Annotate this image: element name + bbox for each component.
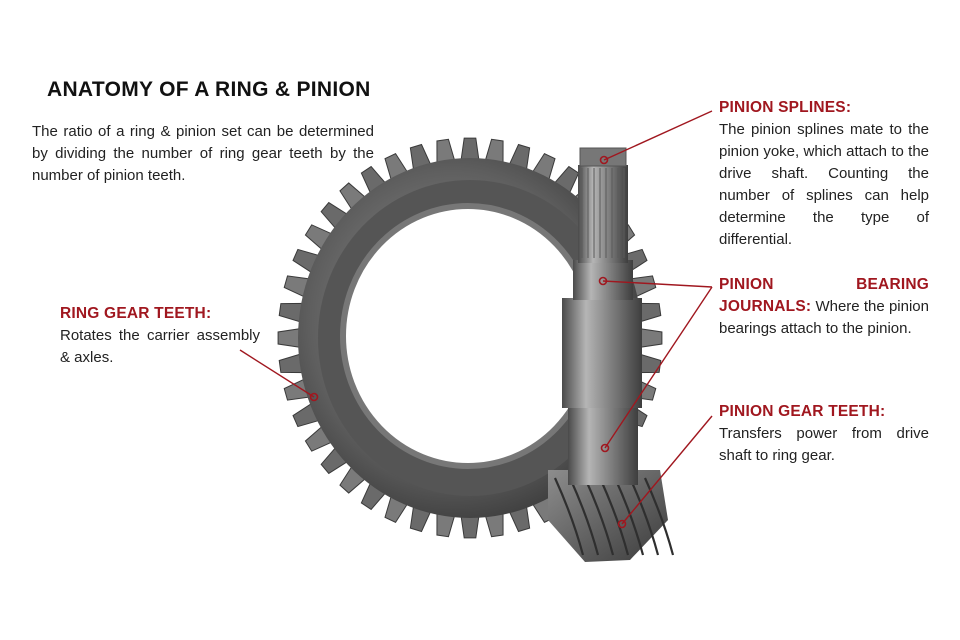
callout-heading: PINION GEAR TEETH: <box>719 403 886 420</box>
pinion <box>548 147 675 562</box>
callout-heading: RING GEAR TEETH: <box>60 305 212 322</box>
callout-leaders <box>239 110 713 525</box>
pinion-tooth <box>553 477 585 556</box>
page-title: ANATOMY OF A RING & PINION <box>47 78 371 101</box>
callout-body: The pinion splines mate to the pinion yo… <box>719 121 929 248</box>
callout-heading: PINION BEARING JOURNALS: <box>719 276 929 315</box>
marker-ring-teeth <box>309 392 319 402</box>
marker-journal-lower <box>600 443 610 453</box>
callout-body: Rotates the carrier assembly & axles. <box>60 327 260 366</box>
callout-pinion-gear-teeth: PINION GEAR TEETH: Transfers power from … <box>719 401 929 467</box>
pinion-splines <box>581 168 625 258</box>
callout-heading: PINION SPLINES: <box>719 99 852 116</box>
marker-pinion-teeth <box>617 519 627 529</box>
callout-pinion-splines: PINION SPLINES: The pinion splines mate … <box>719 97 929 251</box>
callout-markers <box>309 155 627 529</box>
intro-text: The ratio of a ring & pinion set can be … <box>32 123 374 184</box>
marker-journal-upper <box>598 276 608 286</box>
callout-body: Transfers power from drive shaft to ring… <box>719 425 929 464</box>
pinion-tooth <box>643 477 675 556</box>
callout-body: Where the pinion bearings attach to the … <box>719 298 929 337</box>
callout-ring-gear-teeth: RING GEAR TEETH: Rotates the carrier ass… <box>60 303 260 369</box>
marker-splines <box>599 155 609 165</box>
callout-pinion-bearing-journals: PINION BEARING JOURNALS: Where the pinio… <box>719 274 929 340</box>
